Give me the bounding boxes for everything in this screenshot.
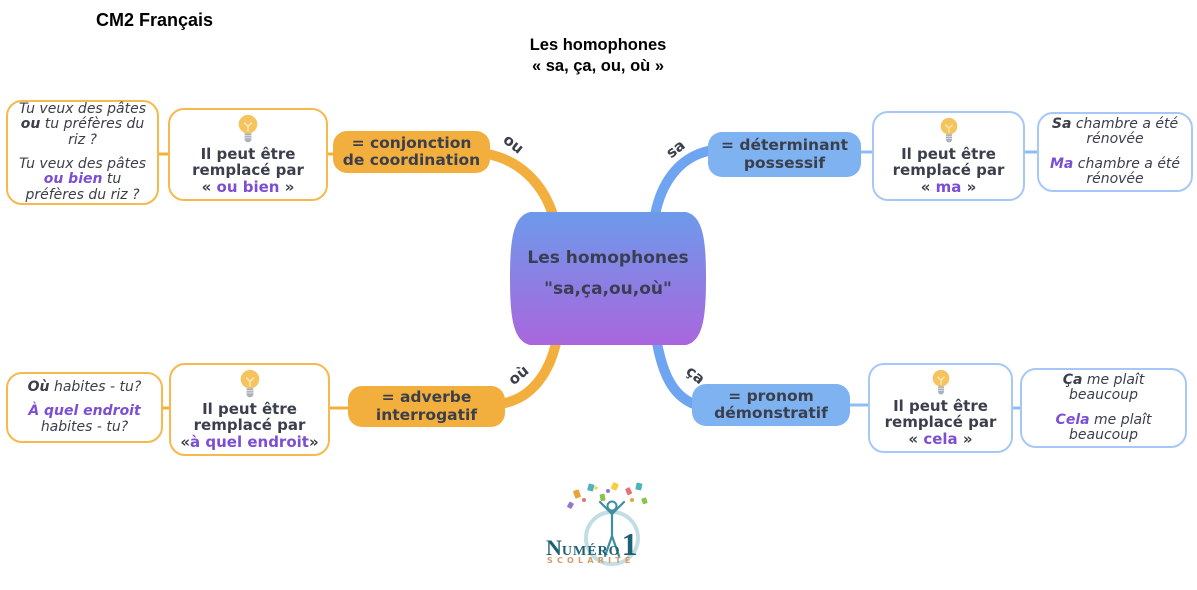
example-box-sa: Sa chambre a été rénovée Ma chambre a ét… xyxy=(1037,112,1193,192)
hint-box-sa: Il peut être remplacé par « ma » xyxy=(872,111,1025,201)
hint-line: remplacé par xyxy=(192,161,304,179)
example-sentence: Ça me plaît beaucoup xyxy=(1062,371,1145,404)
highlight-word: Ça xyxy=(1062,371,1083,388)
logo-brand-initial: N xyxy=(546,535,562,560)
branch-curve-ou2 xyxy=(500,338,561,408)
hint-box-ou: Il peut être remplacé par « ou bien » xyxy=(168,108,328,201)
example-sentence: Tu veux des pâtes ou tu préfères du riz … xyxy=(18,100,147,148)
replacement-word: cela xyxy=(923,429,958,448)
replacement-word: ou bien xyxy=(216,177,280,196)
category-line: = conjonction xyxy=(351,133,472,152)
hint-line: remplacé par xyxy=(884,413,997,431)
hint-line: « ou bien » xyxy=(201,177,295,196)
category-line: = adverbe xyxy=(381,388,472,407)
category-line: = pronom xyxy=(728,386,814,405)
highlight-word: ou xyxy=(20,116,41,133)
hint-box-ca: Il peut être remplacé par « cela » xyxy=(868,363,1013,453)
category-line: démonstratif xyxy=(714,404,828,422)
page-title: Les homophones « sa, ça, ou, où » xyxy=(448,35,748,78)
confetti-decoration xyxy=(567,482,648,509)
example-sentence: Où habites - tu? xyxy=(27,378,142,395)
replacement-word: à quel endroit xyxy=(190,432,309,451)
example-sentence: Sa chambre a été rénovée xyxy=(1051,115,1179,148)
hint-line: «à quel endroit» xyxy=(180,432,319,451)
hint-line: « cela » xyxy=(908,429,973,448)
category-line: interrogatif xyxy=(375,405,478,424)
lightbulb-icon xyxy=(940,117,957,143)
highlight-word: À quel endroit xyxy=(28,403,141,420)
category-line: = déterminant xyxy=(721,136,848,155)
center-node-line1: Les homophones xyxy=(527,248,689,268)
highlight-word: Où xyxy=(27,378,50,395)
example-sentence: À quel endroit habites - tu? xyxy=(28,403,141,435)
hint-line: Il peut être xyxy=(893,396,988,415)
page-title-line1: Les homophones xyxy=(529,36,667,54)
hint-line: Il peut être xyxy=(901,144,996,163)
logo-figure-icon xyxy=(598,500,626,558)
highlight-word: Ma xyxy=(1049,155,1074,172)
page-title-line2: « sa, ça, ou, où » xyxy=(531,57,665,76)
highlight-word: Sa xyxy=(1051,115,1072,132)
category-box-ou: = conjonction de coordination xyxy=(333,131,490,173)
logo-subtitle: SCOLARITÉ xyxy=(547,556,635,565)
category-box-ou2: = adverbe interrogatif xyxy=(348,386,505,427)
logo-brand-rest: UMÉRO xyxy=(561,544,621,559)
example-box-ou: Tu veux des pâtes ou tu préfères du riz … xyxy=(6,100,159,205)
branch-curve-ou xyxy=(482,149,558,220)
example-sentence: Cela me plaît beaucoup xyxy=(1055,411,1152,443)
category-line: de coordination xyxy=(342,151,481,169)
category-box-sa: = déterminant possessif xyxy=(708,132,861,177)
branch-curve-sa xyxy=(650,146,713,220)
example-sentence: Tu veux des pâtes ou bien tu préfères du… xyxy=(18,156,147,203)
example-box-ou2: Où habites - tu? À quel endroit habites … xyxy=(6,372,163,443)
center-node-line2: "sa,ça,ou,où" xyxy=(544,278,672,299)
lightbulb-icon xyxy=(238,114,258,143)
lightbulb-icon xyxy=(240,369,259,398)
center-node-shape xyxy=(510,212,706,345)
hint-box-ou2: Il peut être remplacé par «à quel endroi… xyxy=(169,363,330,456)
center-node: Les homophones "sa,ça,ou,où" xyxy=(510,243,706,304)
highlight-word: Cela xyxy=(1055,411,1090,428)
hint-line: remplacé par xyxy=(892,161,1005,179)
example-sentence: Ma chambre a été rénovée xyxy=(1049,155,1181,187)
category-line: possessif xyxy=(743,153,826,172)
lightbulb-icon xyxy=(932,369,949,395)
logo-brand-number: 1 xyxy=(621,526,638,562)
highlight-word: ou bien xyxy=(43,171,103,188)
hint-line: Il peut être xyxy=(200,144,296,163)
example-box-ca: Ça me plaît beaucoup Cela me plaît beauc… xyxy=(1020,368,1187,448)
hint-line: « ma » xyxy=(920,177,977,196)
hint-line: Il peut être xyxy=(202,399,297,418)
hint-line: remplacé par xyxy=(193,416,306,434)
category-box-ca: = pronom démonstratif xyxy=(692,384,850,426)
replacement-word: ma xyxy=(935,177,962,196)
course-label: CM2 Français xyxy=(96,10,214,30)
